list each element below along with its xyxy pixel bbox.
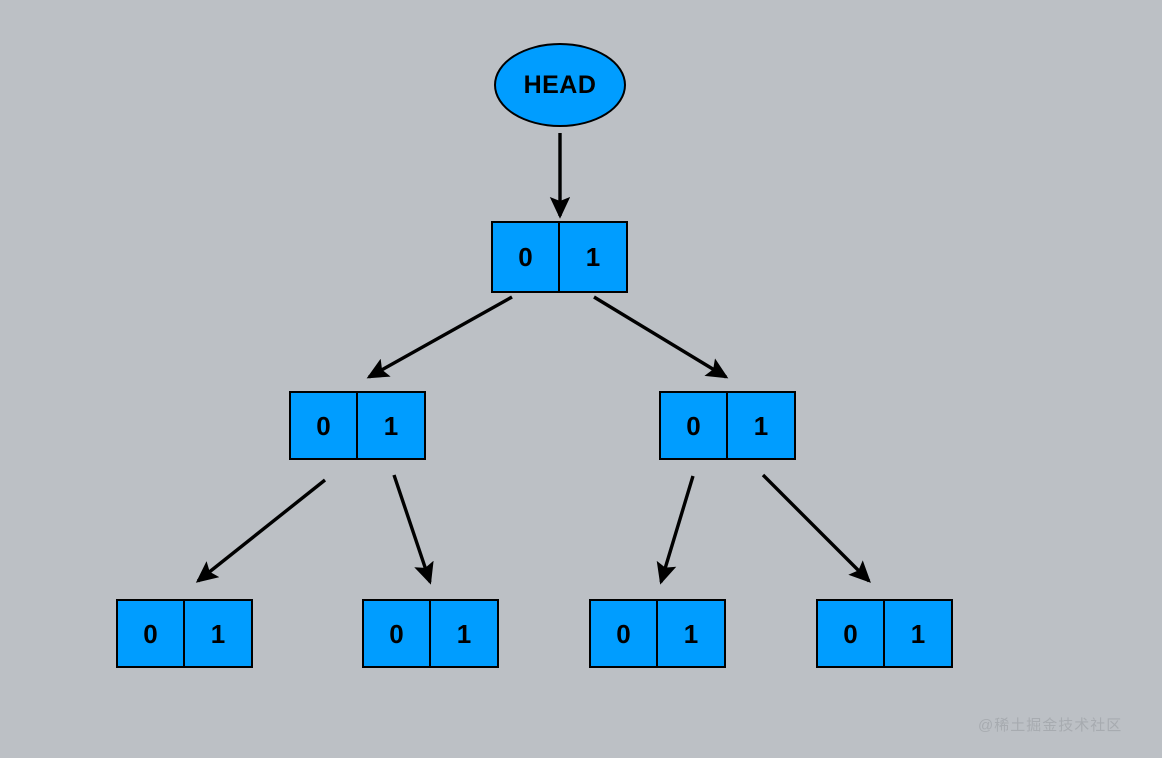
edge-level2-right-0-to-leaf-3 xyxy=(656,475,695,585)
watermark: @稀土掘金技术社区 xyxy=(978,717,1123,734)
trie-cell-root-0[interactable]: 0 xyxy=(491,221,560,293)
trie-cell-leaf-3-0[interactable]: 0 xyxy=(589,599,658,668)
trie-cell-level2-left-1[interactable]: 1 xyxy=(357,391,426,460)
trie-cell-leaf-2-1[interactable]: 1 xyxy=(430,599,499,668)
edge-level2-right-1-to-leaf-4 xyxy=(761,473,871,583)
trie-cell-leaf-1-1[interactable]: 1 xyxy=(184,599,253,668)
trie-cell-level2-left-0[interactable]: 0 xyxy=(289,391,358,460)
trie-cell-level2-right-1[interactable]: 1 xyxy=(727,391,796,460)
trie-cell-leaf-1-0[interactable]: 0 xyxy=(116,599,185,668)
head-node[interactable]: HEAD xyxy=(494,43,626,127)
edge-level2-left-0-to-leaf-1 xyxy=(195,478,327,583)
edge-root-1-to-level2-right xyxy=(593,295,729,379)
trie-cell-level2-right-0[interactable]: 0 xyxy=(659,391,728,460)
trie-cell-leaf-3-1[interactable]: 1 xyxy=(657,599,726,668)
trie-cell-leaf-4-1[interactable]: 1 xyxy=(884,599,953,668)
trie-cell-root-1[interactable]: 1 xyxy=(559,221,628,293)
head-node-label: HEAD xyxy=(523,70,597,99)
trie-cell-leaf-2-0[interactable]: 0 xyxy=(362,599,431,668)
trie-cell-leaf-4-0[interactable]: 0 xyxy=(816,599,885,668)
edge-root-0-to-level2-left xyxy=(366,295,513,379)
edge-level2-left-1-to-leaf-2 xyxy=(392,474,434,585)
